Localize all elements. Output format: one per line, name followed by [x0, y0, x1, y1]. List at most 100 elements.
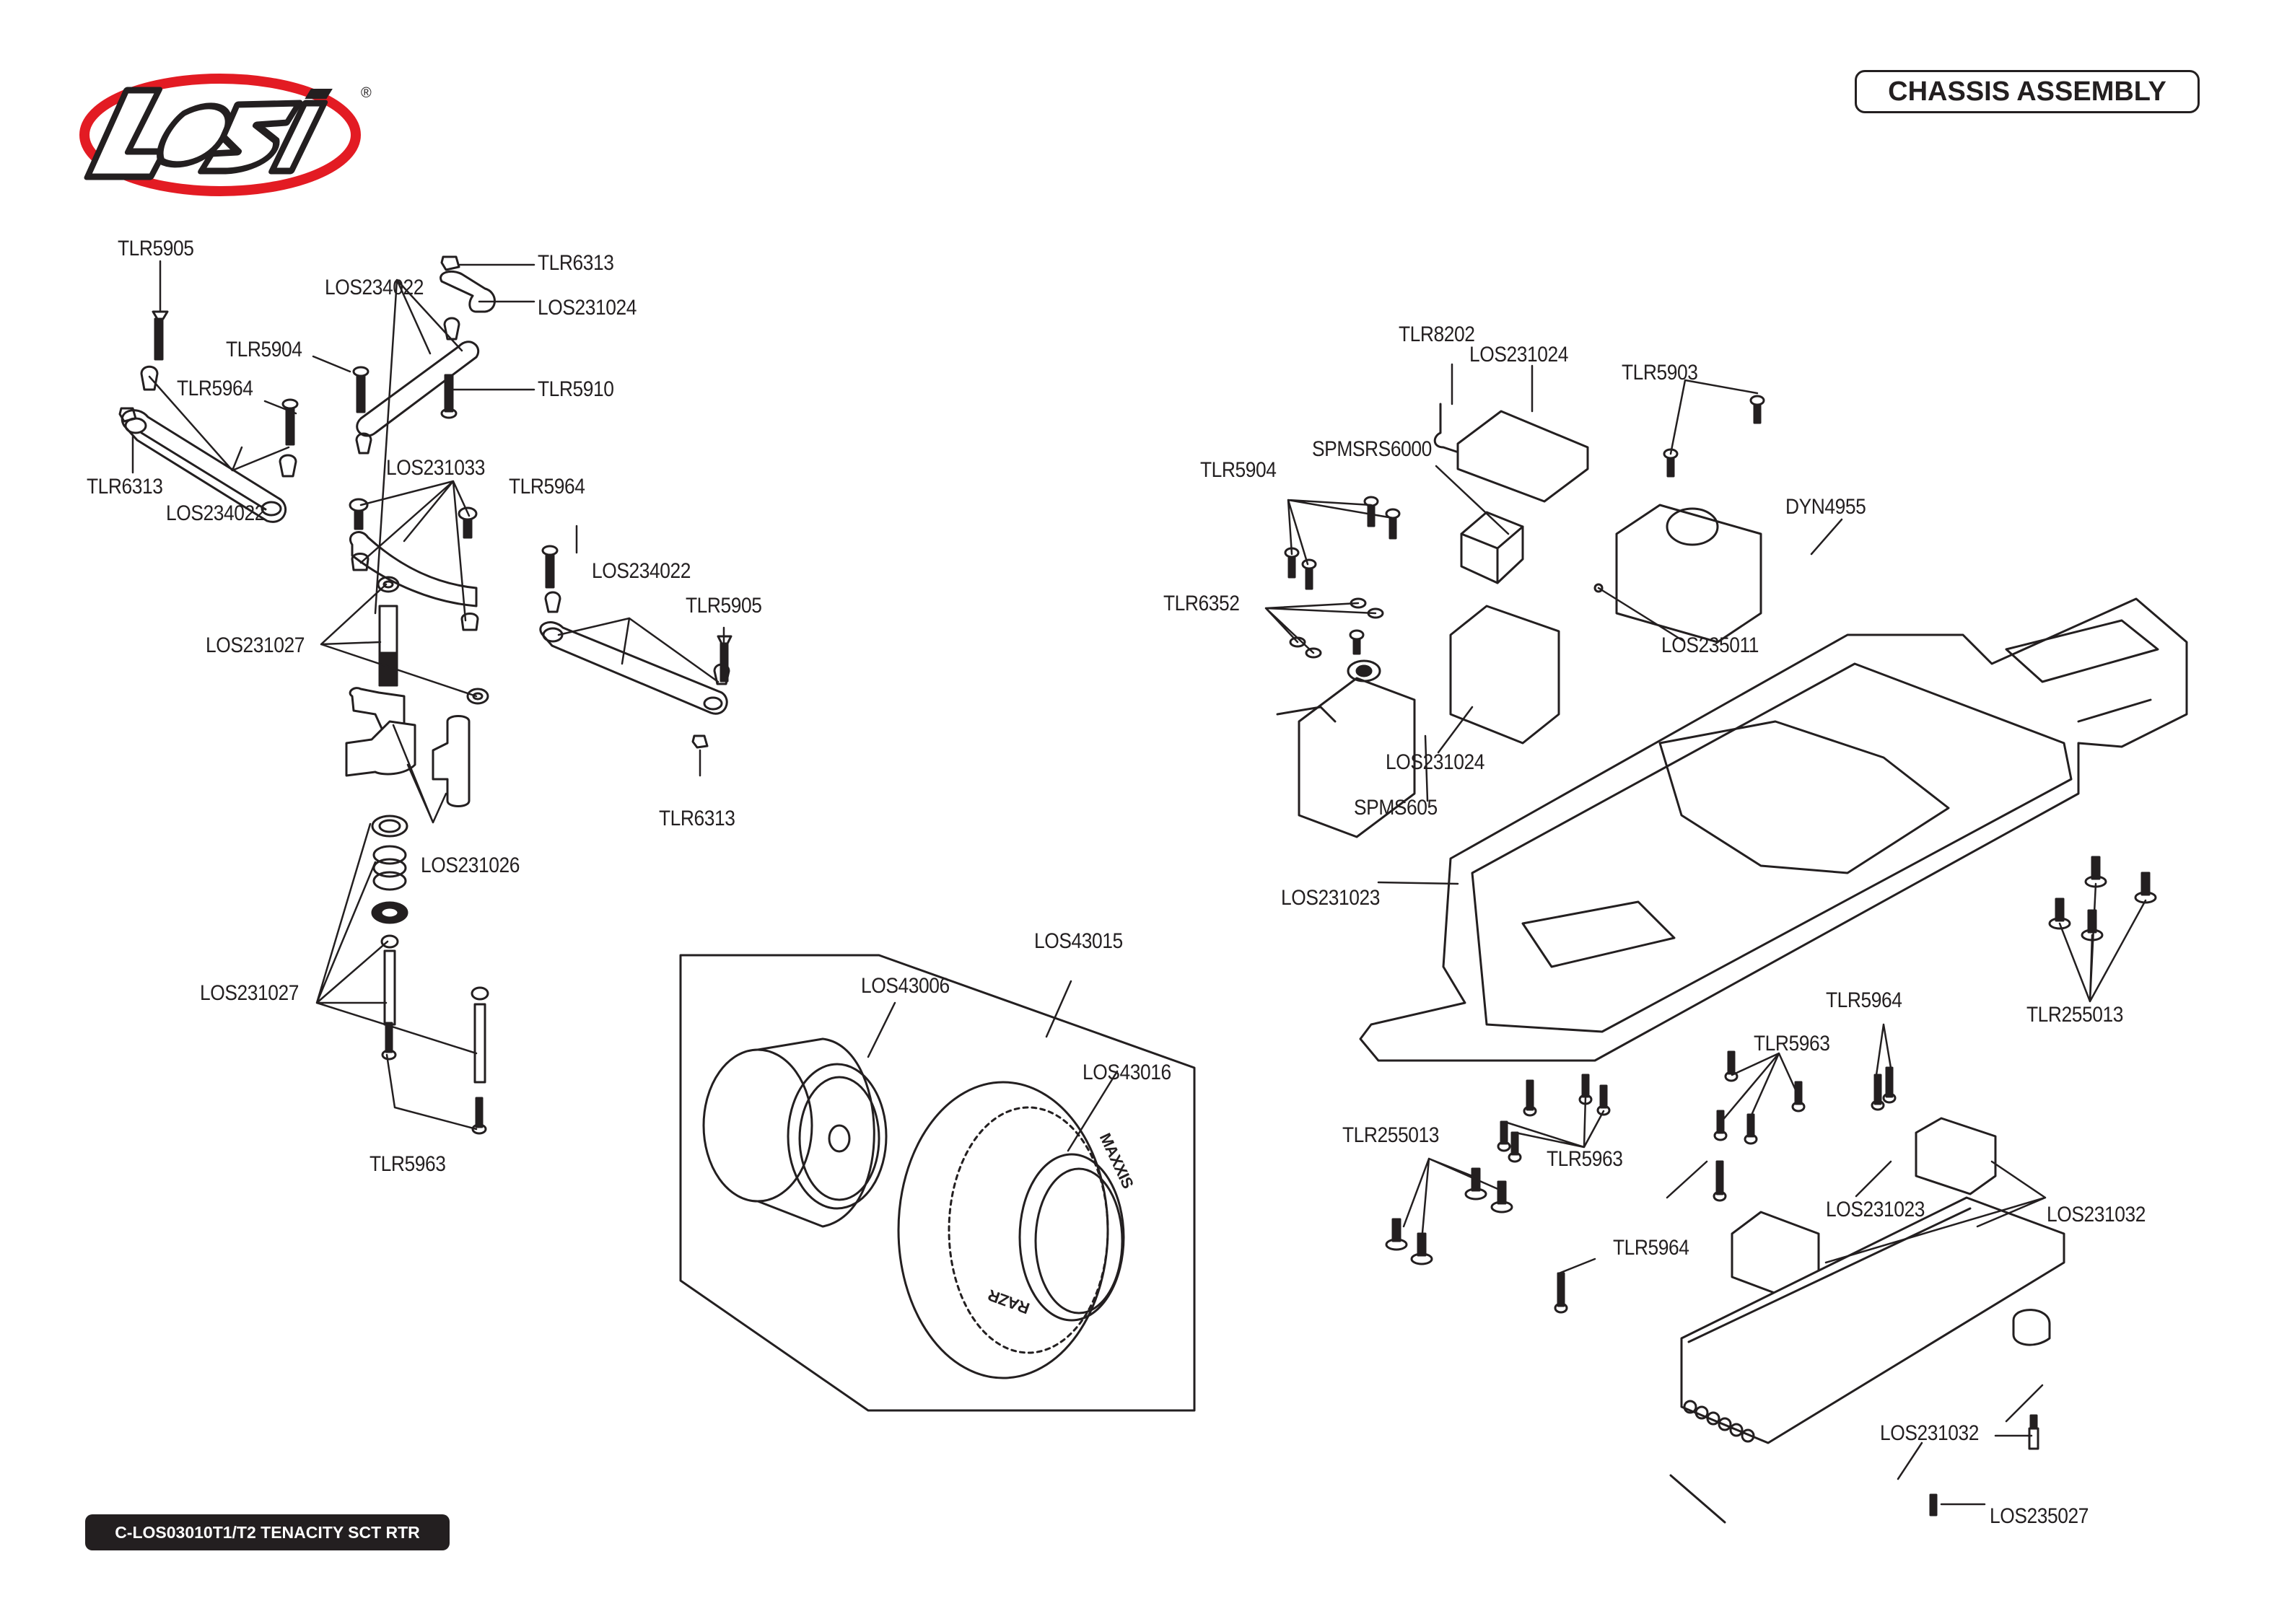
screw-tlr5905-right [717, 635, 733, 682]
callout-los231024-box: LOS231024 [1386, 750, 1484, 774]
hinge-rod [1669, 1474, 1726, 1524]
servo-saver-upper-los231026 [349, 687, 406, 732]
callout-los231032-pin: LOS231032 [1880, 1421, 1979, 1445]
battery-tray-los231032 [1680, 1196, 2065, 1444]
set-screw-los235027 [1929, 1493, 1938, 1517]
receiver-box-los231024 [1449, 605, 1560, 745]
section-title-badge: CHASSIS ASSEMBLY [1855, 70, 2200, 113]
steering-arm-los234022 [356, 341, 479, 437]
callout-los231023-foam: LOS231023 [1826, 1198, 1925, 1221]
screws-tlr5964-right [1871, 1066, 1897, 1111]
bushing-lower [380, 934, 399, 949]
callout-los231024-bellcrank: LOS231024 [538, 296, 637, 320]
steering-link-arm-right [539, 621, 728, 715]
chassis-los231023 [1359, 597, 2188, 1062]
registered-mark: ® [361, 85, 372, 101]
logo-letters [84, 87, 333, 180]
servo-spms605 [1276, 659, 1416, 838]
ball-stud-right-upper [544, 591, 561, 613]
screw-tlr5963-b [471, 1097, 487, 1135]
callout-tlr5963-chassis-center: TLR5963 [1754, 1032, 1830, 1055]
screw-tlr5903-b [1749, 395, 1765, 424]
losi-logo [79, 74, 361, 196]
callout-tlr5964-right: TLR5964 [509, 475, 585, 499]
screws-tlr255013-left [1385, 1167, 1513, 1265]
callout-tlr5904-electronics: TLR5904 [1200, 458, 1277, 482]
callout-tlr5964-chassis-right: TLR5964 [1826, 988, 1902, 1012]
bushing [351, 553, 369, 571]
set-screw-los235011 [1593, 583, 1604, 593]
callout-tlr6313-left: TLR6313 [87, 475, 163, 499]
servo-saver-lower-los231026 [345, 720, 416, 777]
nut-tlr6313-left [118, 407, 137, 423]
bearing-top [377, 576, 400, 593]
bushing-right-lower [471, 986, 489, 1001]
callout-tlr6313-right: TLR6313 [659, 807, 735, 830]
screw-tlr5964-right [541, 545, 559, 589]
bushing-right [460, 613, 479, 631]
callout-los231024-cover: LOS231024 [1469, 343, 1568, 367]
callout-tlr255013-right: TLR255013 [2026, 1003, 2124, 1027]
washer [371, 815, 408, 838]
screw-tlr5964-lower [1713, 1160, 1727, 1202]
logo-ring [79, 74, 361, 196]
callout-los234022-left: LOS234022 [166, 501, 265, 525]
spring-nut [371, 901, 408, 924]
hinges [1683, 1400, 1755, 1443]
steering-link-left-group [118, 310, 299, 523]
callout-spms605: SPMS605 [1354, 796, 1438, 820]
servo-saver-bar-los231033 [349, 498, 479, 631]
callout-tlr5905-left: TLR5905 [118, 237, 194, 260]
callout-los231027-lower: LOS231027 [200, 981, 299, 1005]
callout-los231023-chassis: LOS231023 [1281, 886, 1380, 910]
callout-tlr5963-post: TLR5963 [369, 1152, 446, 1176]
nut-tlr6313-right [691, 734, 709, 749]
bearing-bottom [466, 688, 489, 705]
receiver-spmsrs6000 [1460, 511, 1524, 584]
spring [372, 845, 407, 891]
ball-stud-bellcrank-lower [355, 432, 372, 455]
ball-stud-right-lower [713, 663, 730, 685]
callout-los231026: LOS231026 [421, 853, 520, 877]
callout-tlr6313-bellcrank: TLR6313 [538, 251, 614, 275]
callout-tlr5910: TLR5910 [538, 377, 614, 401]
callout-los231032-tray: LOS231032 [2047, 1203, 2146, 1226]
callout-tlr6352: TLR6352 [1163, 592, 1240, 615]
callout-los234022-right: LOS234022 [592, 559, 691, 583]
screw-tlr5905 [152, 310, 169, 361]
section-title: CHASSIS ASSEMBLY [1888, 76, 2166, 107]
callout-los43016: LOS43016 [1083, 1061, 1171, 1084]
battery-tray-group [1669, 1117, 2065, 1524]
electronics-group [1276, 395, 1765, 838]
screw-los231033-left [349, 498, 369, 530]
callout-tlr5963-chassis-left: TLR5963 [1547, 1147, 1623, 1171]
model-code-badge: C-LOS03010T1/T2 TENACITY SCT RTR [85, 1514, 450, 1550]
screw-tlr5904-bellcrank [352, 366, 369, 413]
receiver-box-cover-los231024 [1456, 410, 1589, 503]
screw-tlr5964-bottom [1554, 1272, 1568, 1314]
callout-tlr5904-bellcrank: TLR5904 [226, 338, 302, 361]
screw-servo [1349, 629, 1365, 655]
callout-los231027-upper: LOS231027 [206, 633, 305, 657]
foam-block-2 [1915, 1117, 1997, 1195]
callout-los235011: LOS235011 [1661, 633, 1759, 657]
esc-dyn4955 [1615, 504, 1762, 644]
callout-dyn4955: DYN4955 [1785, 495, 1866, 519]
tire-los43016 [897, 1081, 1125, 1379]
screw-tlr5964-center [1523, 1079, 1537, 1117]
screw-tlr5910 [440, 374, 458, 419]
bellcrank-arm-los231024 [440, 270, 496, 313]
washers-tlr6352 [1289, 597, 1384, 659]
screw-los231033-right [458, 506, 478, 539]
steering-link-arm-left [121, 409, 287, 523]
callout-los43015: LOS43015 [1034, 929, 1123, 953]
nut-tlr6313-top [440, 255, 460, 271]
ball-stud-upper [140, 365, 159, 391]
screws-tlr5963-left [1497, 1074, 1611, 1163]
wheel-tire-box-los43015 [679, 954, 1196, 1412]
bellcrank-group [352, 255, 496, 455]
callout-tlr5905-right: TLR5905 [686, 594, 762, 618]
callout-tlr5964-bottom: TLR5964 [1613, 1236, 1689, 1260]
ball-stud-bellcrank [443, 317, 460, 341]
